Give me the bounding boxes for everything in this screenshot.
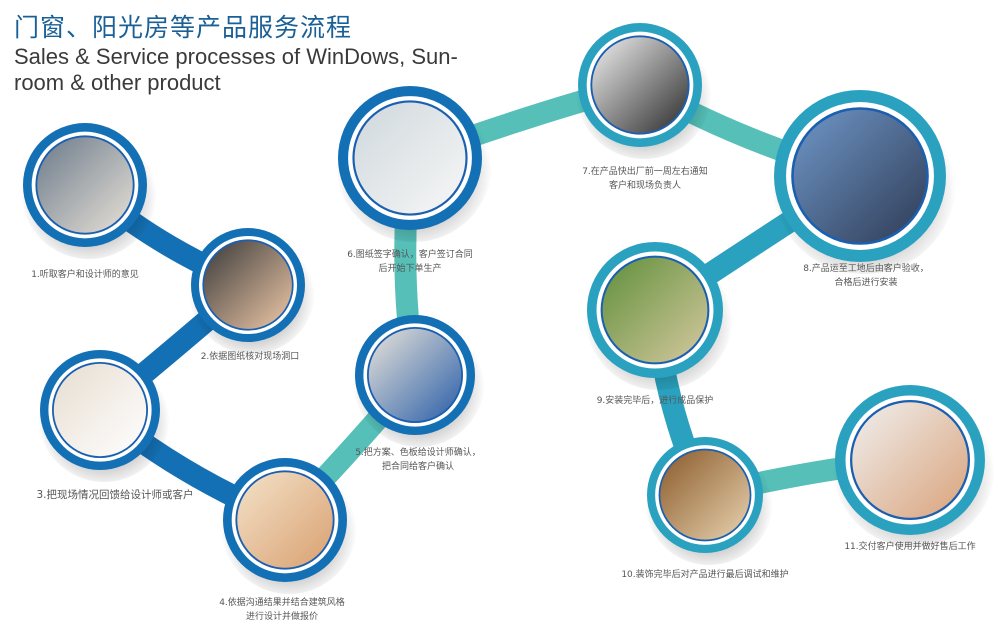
- step-label-1: 1.听取客户和设计师的意见: [31, 268, 139, 282]
- meeting-photo: [37, 137, 133, 233]
- step-label-line: 11.交付客户使用并做好售后工作: [844, 542, 976, 552]
- step-label-10: 10.装饰完毕后对产品进行最后调试和维护: [621, 568, 788, 582]
- blueprint-drawing-photo: [237, 472, 333, 568]
- step-label-2: 2.依据图纸核对现场洞口: [201, 350, 300, 364]
- step-label-line: 9.安装完毕后，进行成品保护: [596, 396, 714, 406]
- phone-call-photo: [592, 37, 688, 133]
- step-label-line: 8.产品运至工地后由客户验收，: [803, 264, 929, 274]
- step-label-line: 后开始下单生产: [378, 264, 442, 274]
- page-title: 门窗、阳光房等产品服务流程: [14, 13, 353, 42]
- step-node-7: [576, 23, 712, 159]
- page-subtitle: Sales & Service processes of WinDows, Su…: [14, 44, 458, 95]
- step-label-9: 9.安装完毕后，进行成品保护: [597, 394, 714, 408]
- step-label-line: 7.在产品快出厂前一周左右通知: [582, 167, 708, 177]
- step-label-3: 3.把现场情况回馈给设计师或客户: [36, 488, 193, 502]
- step-label-line: 1.听取客户和设计师的意见: [31, 270, 139, 280]
- step-node-2: [189, 228, 315, 354]
- step-label-line: 5.把方案、色板给设计师确认，: [355, 448, 481, 458]
- step-label-line: 10.装饰完毕后对产品进行最后调试和维护: [621, 570, 789, 580]
- step-node-10: [645, 437, 773, 565]
- step-label-6: 6.图纸签字确认，客户签订合同后开始下单生产: [347, 248, 473, 276]
- step-label-line: 2.依据图纸核对现场洞口: [200, 352, 300, 362]
- step-label-line: 合格后进行安装: [834, 278, 898, 288]
- installation-photo: [793, 109, 927, 243]
- tape-measure-photo: [204, 241, 292, 329]
- step-label-line: 3.把现场情况回馈给设计师或客户: [36, 489, 194, 501]
- engineers-plan-photo: [368, 328, 462, 422]
- step-node-11: [833, 385, 995, 547]
- factory-worker-photo: [354, 102, 466, 214]
- step-label-8: 8.产品运至工地后由客户验收， 合格后进行安装: [803, 262, 929, 290]
- window-cleaning-photo: [602, 257, 708, 363]
- door-handle-photo: [660, 450, 750, 540]
- step-label-11: 11.交付客户使用并做好售后工作: [844, 540, 975, 554]
- step-label-4: 4.依据沟通结果并结合建筑风格进行设计并做报价: [219, 596, 345, 624]
- step-node-6: [336, 86, 492, 242]
- handshake-photo: [852, 402, 968, 518]
- step-node-3: [38, 350, 170, 482]
- step-label-line: 把合同给客户确认: [381, 462, 454, 472]
- step-label-7: 7.在产品快出厂前一周左右通知客户和现场负责人: [582, 165, 708, 193]
- step-label-5: 5.把方案、色板给设计师确认， 把合同给客户确认: [355, 446, 481, 474]
- tablet-sketch-photo: [53, 363, 147, 457]
- step-label-line: 客户和现场负责人: [608, 181, 681, 191]
- step-node-8: [772, 90, 956, 274]
- step-node-9: [585, 242, 733, 390]
- step-label-line: 6.图纸签字确认，客户签订合同: [347, 250, 473, 260]
- step-node-4: [221, 458, 357, 594]
- step-label-line: 4.依据沟通结果并结合建筑风格: [219, 598, 345, 608]
- step-label-line: 进行设计并做报价: [245, 612, 318, 622]
- step-node-5: [353, 315, 485, 447]
- step-node-1: [21, 123, 157, 259]
